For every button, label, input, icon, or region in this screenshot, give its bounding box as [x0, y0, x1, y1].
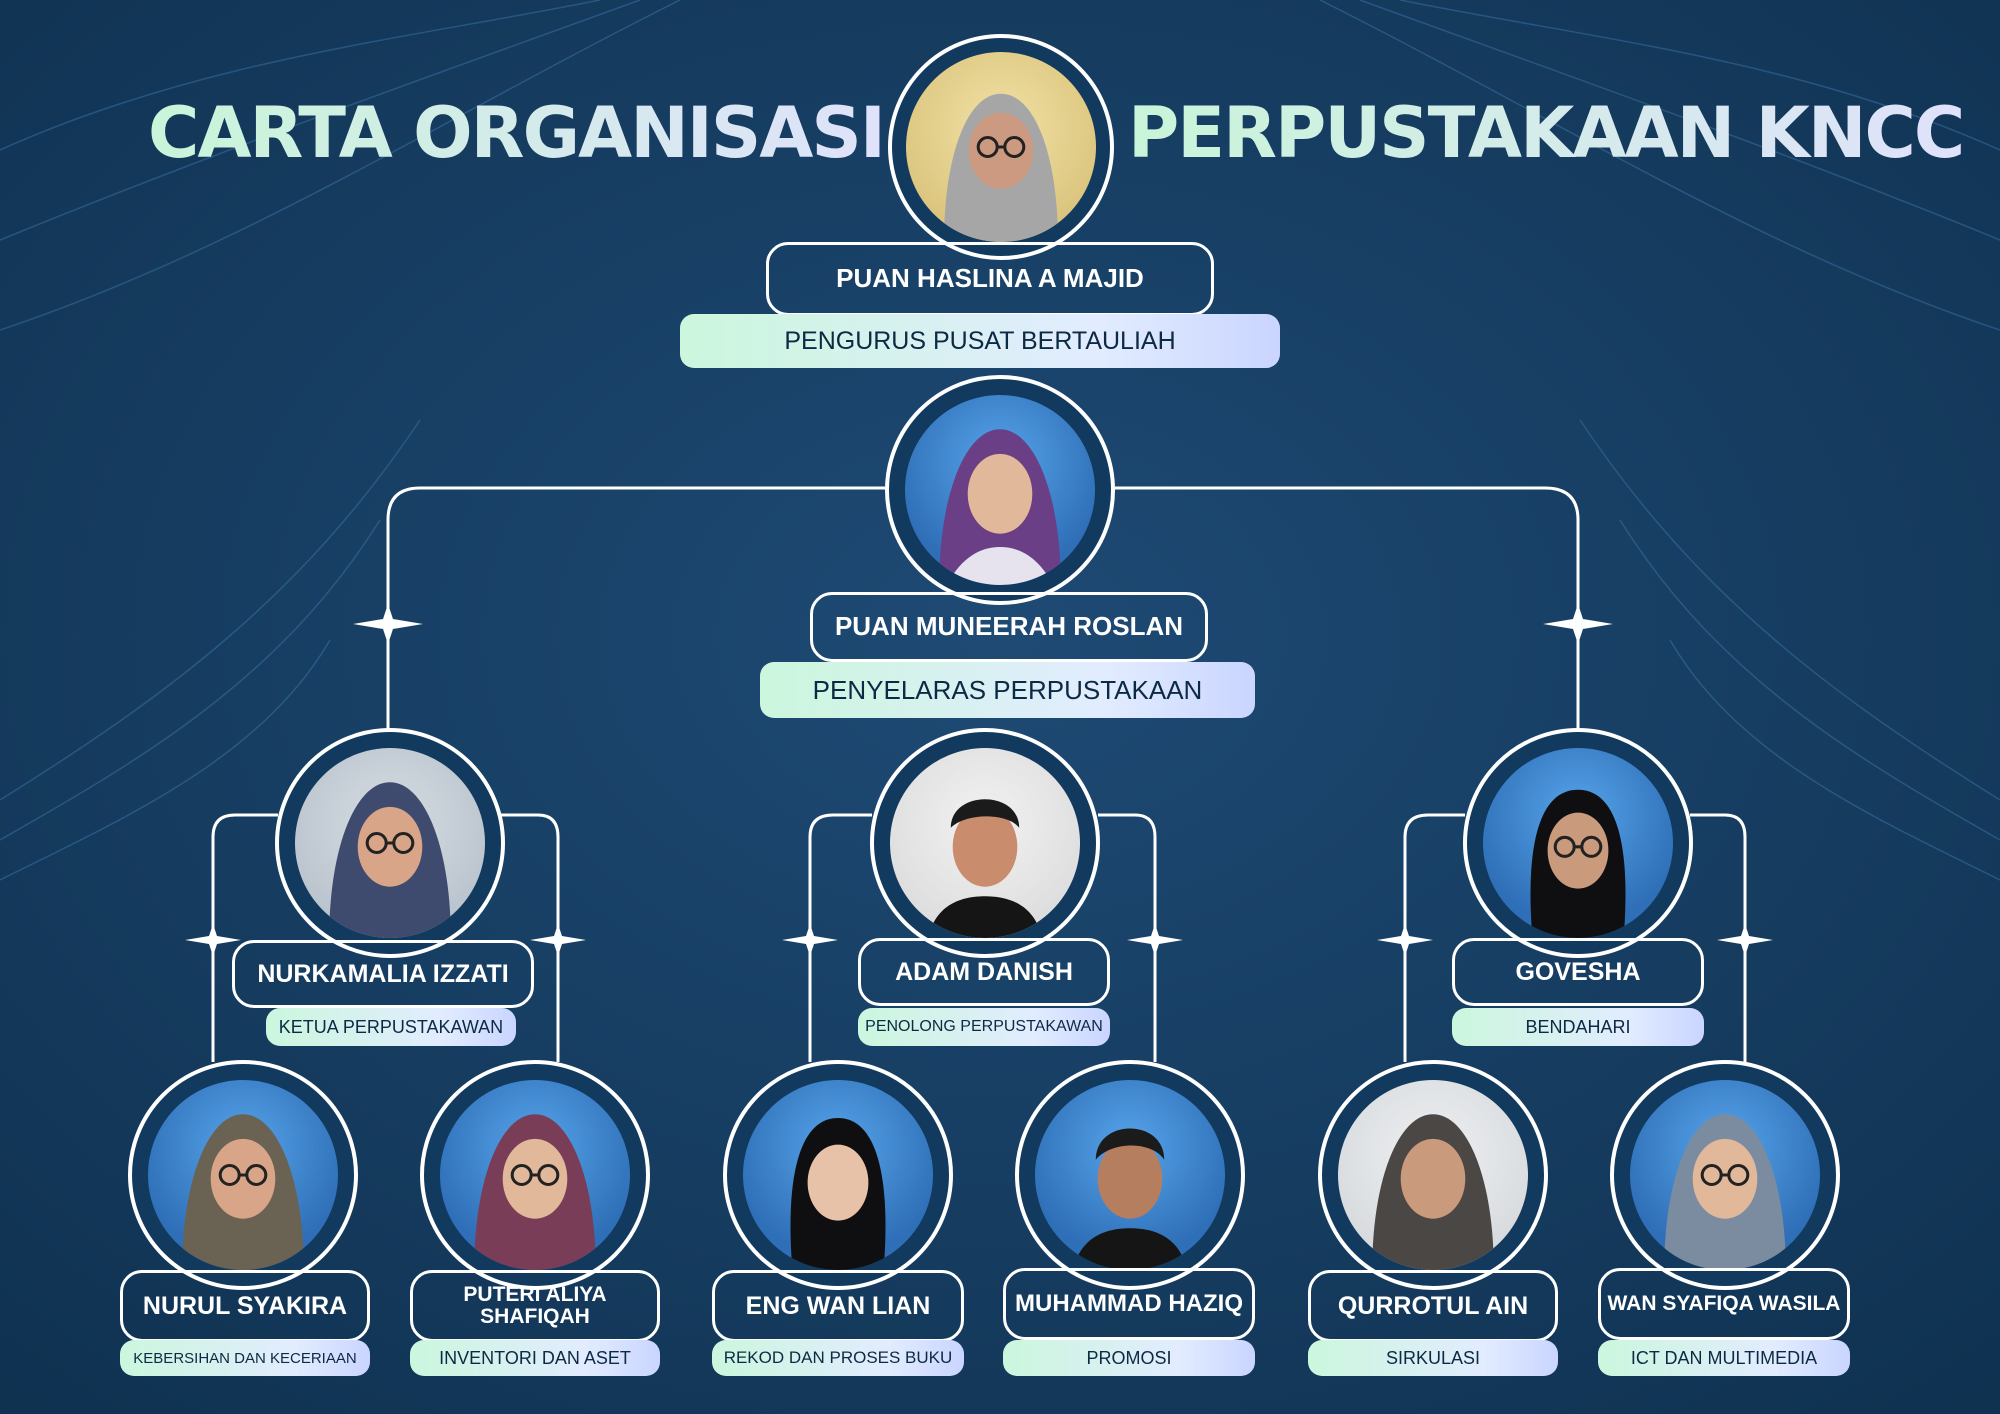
member-name: PUTERI ALIYA SHAFIQAH	[410, 1270, 660, 1342]
member-role: PENGURUS PUSAT BERTAULIAH	[680, 314, 1280, 368]
portrait-photo	[1338, 1080, 1528, 1270]
member-role: INVENTORI DAN ASET	[410, 1340, 660, 1376]
member-name: GOVESHA	[1452, 938, 1704, 1006]
member-role: KEBERSIHAN DAN KECERIAAN	[120, 1340, 370, 1376]
hijab-glasses-portrait-icon	[944, 93, 1058, 242]
chart-title-right: PERPUSTAKAAN KNCC	[1128, 88, 1965, 178]
member-name: NURUL SYAKIRA	[120, 1270, 370, 1342]
sparkle-icon	[1127, 924, 1183, 956]
portrait-photo	[743, 1080, 933, 1270]
hijab-portrait-icon	[1372, 1114, 1494, 1270]
member-role: ICT DAN MULTIMEDIA	[1598, 1340, 1850, 1376]
member-name: QURROTUL AIN	[1308, 1270, 1558, 1342]
sparkle-icon	[1377, 924, 1433, 956]
hijab-glasses-portrait-icon	[1664, 1114, 1786, 1270]
member-name: WAN SYAFIQA WASILA	[1598, 1268, 1850, 1340]
sparkle-icon	[1543, 604, 1613, 644]
male-portrait-icon	[928, 799, 1042, 938]
sparkle-icon	[1717, 924, 1773, 956]
member-name: ENG WAN LIAN	[712, 1270, 964, 1342]
female-portrait-icon	[790, 1118, 886, 1270]
member-role: PROMOSI	[1003, 1340, 1255, 1376]
sparkle-icon	[353, 604, 423, 644]
hijab-glasses-portrait-icon	[329, 782, 451, 938]
member-role: SIRKULASI	[1308, 1340, 1558, 1376]
member-name: NURKAMALIA IZZATI	[232, 940, 534, 1008]
member-name: ADAM DANISH	[858, 938, 1110, 1006]
male-portrait-icon	[1073, 1128, 1187, 1270]
member-role: REKOD DAN PROSES BUKU	[712, 1340, 964, 1376]
member-role: PENOLONG PERPUSTAKAWAN	[858, 1008, 1110, 1046]
sparkle-markers	[185, 604, 1773, 956]
sparkle-icon	[530, 924, 586, 956]
portrait-photo	[1483, 748, 1673, 938]
hijab-portrait-icon	[939, 429, 1061, 585]
portrait-photo	[890, 748, 1080, 938]
portrait-photo	[906, 52, 1096, 242]
member-role: BENDAHARI	[1452, 1008, 1704, 1046]
member-name: PUAN MUNEERAH ROSLAN	[810, 592, 1208, 662]
portrait-photo	[148, 1080, 338, 1270]
portrait-photo	[1035, 1080, 1225, 1270]
connector-lines	[211, 486, 1747, 1062]
hijab-glasses-portrait-icon	[474, 1114, 596, 1270]
female-glasses-portrait-icon	[1530, 789, 1626, 938]
portrait-photo	[1630, 1080, 1820, 1270]
sparkle-icon	[185, 924, 241, 956]
sparkle-icon	[782, 924, 838, 956]
hijab-glasses-portrait-icon	[182, 1114, 304, 1270]
member-role: PENYELARAS PERPUSTAKAAN	[760, 662, 1255, 718]
member-role: KETUA PERPUSTAKAWAN	[266, 1008, 516, 1046]
decorative-wave-lines	[0, 0, 2000, 881]
chart-title-left: CARTA ORGANISASI	[148, 88, 886, 178]
member-name: MUHAMMAD HAZIQ	[1003, 1268, 1255, 1340]
portrait-photo	[295, 748, 485, 938]
portrait-photo	[905, 395, 1095, 585]
member-name: PUAN HASLINA A MAJID	[766, 242, 1214, 316]
portrait-photo	[440, 1080, 630, 1270]
